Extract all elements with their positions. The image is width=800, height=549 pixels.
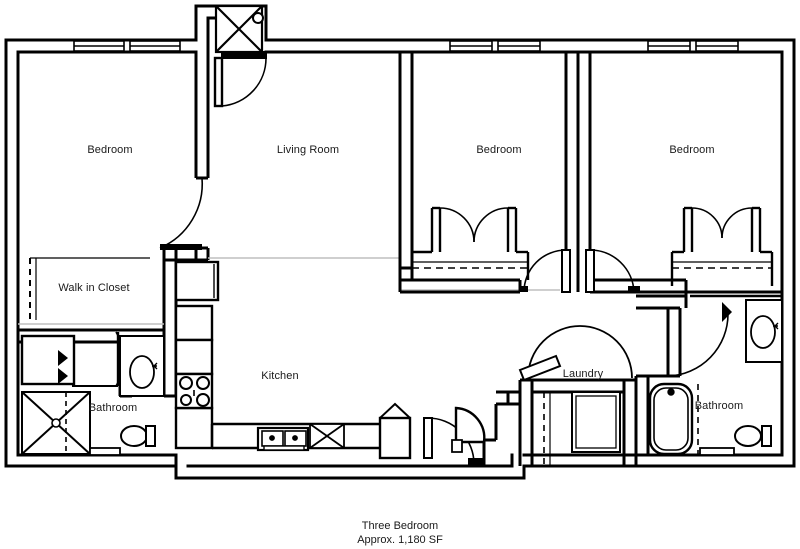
hall-toilet (451, 406, 486, 453)
bedroom-right-door (585, 249, 640, 293)
kitchen-pantry (378, 402, 412, 460)
plan-title: Three Bedroom (361, 520, 439, 532)
plan-area: Approx. 1,180 SF (357, 534, 443, 546)
refrigerator (174, 260, 220, 302)
room-label-kitchen: Kitchen (261, 370, 299, 382)
shower-left-bathroom (21, 391, 91, 455)
bathroom-right-door (667, 294, 782, 377)
vanity-right-bathroom (745, 299, 783, 363)
hall-linen-closet (543, 392, 551, 466)
laundry-bifold-door (518, 325, 633, 382)
washer-dryer (571, 391, 621, 453)
room-label-bedroom-right: Bedroom (669, 144, 715, 156)
entry-door-knob (252, 12, 264, 24)
range-cooktop (174, 372, 214, 410)
room-label-bathroom-left: Bathroom (88, 402, 138, 414)
room-label-laundry: Laundry (562, 368, 604, 380)
room-label-walk-in-closet: Walk in Closet (58, 282, 130, 294)
closet-right-bedroom (670, 206, 774, 286)
toilet-left-bathroom (89, 425, 156, 456)
room-label-bedroom-left: Bedroom (87, 144, 133, 156)
entry-door (213, 51, 267, 108)
bathtub-right-bathroom (648, 382, 699, 456)
dishwasher (309, 423, 345, 449)
window-group-top (73, 40, 739, 52)
bedroom-middle-door (520, 249, 571, 293)
room-label-bedroom-middle: Bedroom (476, 144, 522, 156)
toilet-right-bathroom (699, 425, 772, 456)
kitchen-counter-left (174, 304, 214, 450)
vanity-left-bathroom (119, 335, 165, 397)
kitchen-sink (256, 426, 310, 452)
bedroom-left-door (159, 177, 204, 250)
closet-middle-bedroom (410, 206, 530, 280)
shower-upper-left-bathroom (20, 334, 76, 386)
room-label-living-room: Living Room (276, 144, 340, 156)
walk-in-closet-shelf (29, 257, 150, 320)
room-label-bathroom-right: Bathroom (694, 400, 744, 412)
